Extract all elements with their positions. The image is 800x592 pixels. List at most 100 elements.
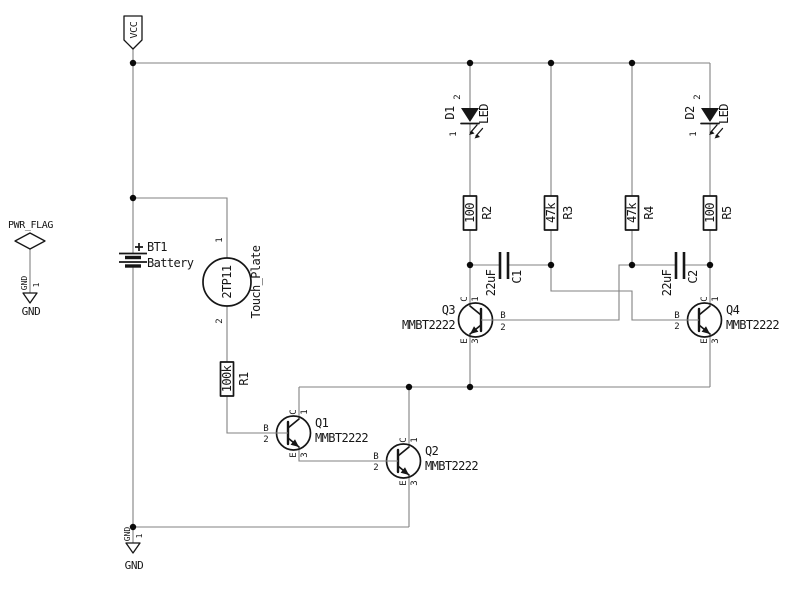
resistor-value: 100 — [703, 203, 717, 223]
capacitor-value: 22uF — [484, 269, 498, 296]
resistor-value: 47k — [544, 202, 558, 223]
pin-name-c: C — [460, 296, 470, 301]
transistor-q2: C 1 B 2 E 3 Q2 MMBT2222 — [373, 437, 479, 485]
capacitor-value: 22uF — [660, 269, 674, 296]
transistor-collector-line — [698, 305, 711, 316]
gnd-pin-name: GND — [20, 276, 29, 291]
pin-name-b: B — [373, 452, 378, 462]
touch-plate-value: 2TP11 — [220, 265, 234, 298]
resistor-value: 100k — [220, 364, 234, 392]
led-pin2: 2 — [693, 94, 703, 99]
wire-touch-branch — [133, 197, 228, 258]
power-symbol-vcc: VCC — [123, 15, 143, 50]
led-d1: 2 1 D1 LED — [443, 94, 491, 139]
power-symbol-pwr-flag: PWR_FLAG GND 1 GND — [8, 220, 54, 318]
resistor-body — [702, 195, 718, 231]
vcc-flag-shape — [123, 15, 143, 50]
pin-num-2: 2 — [373, 463, 378, 473]
junction-dots — [129, 59, 714, 531]
junction-dot — [129, 59, 137, 67]
pin-name-b: B — [263, 424, 268, 434]
wire-group — [29, 49, 711, 543]
resistor-ref: R5 — [720, 206, 734, 220]
led-value: LED — [477, 104, 491, 124]
battery-bt1: BT1 Battery — [119, 240, 194, 270]
transistor-emitter-arrow — [701, 326, 710, 334]
resistor-r1: 100k R1 — [219, 361, 251, 397]
pin-name-e: E — [460, 338, 470, 343]
resistor-r5: 100 R5 — [702, 195, 734, 231]
wire-r1-to-q1-base — [226, 396, 271, 434]
capacitor-c2: 22uF C2 — [660, 252, 700, 296]
pin-name-b: B — [674, 311, 679, 321]
junction-dot — [129, 523, 137, 531]
pin-name-b: B — [500, 311, 505, 321]
gnd-label: GND — [125, 559, 144, 572]
resistor-body — [543, 195, 559, 231]
pin-num-3: 3 — [410, 480, 420, 485]
gnd-pin-name: GND — [123, 527, 132, 542]
junction-dot — [466, 59, 474, 67]
pin-name-e: E — [399, 480, 409, 485]
transistor-q3: C 1 B 2 E 3 Q3 MMBT2222 — [402, 296, 506, 343]
touch-plate-label: Touch_Plate — [249, 245, 263, 318]
resistor-ref: R2 — [480, 206, 494, 220]
junction-dot — [466, 383, 474, 391]
resistor-body — [219, 361, 235, 397]
transistor-emitter-arrow — [400, 467, 409, 475]
touch-plate-tp1: 2TP11 Touch_Plate 1 2 — [202, 237, 263, 324]
transistor-value: MMBT2222 — [402, 318, 455, 332]
pin-num-1: 1 — [300, 409, 310, 414]
junction-dot — [547, 261, 555, 269]
gnd-pin-number: 1 — [32, 282, 41, 287]
resistor-r2: 100 R2 — [462, 195, 494, 231]
transistor-collector-line — [287, 418, 300, 429]
transistor-value: MMBT2222 — [425, 459, 478, 473]
pin-num-3: 3 — [711, 338, 721, 343]
transistor-collector-line — [469, 305, 482, 316]
pin-num-1: 1 — [711, 296, 721, 301]
touch-plate-pin2: 2 — [215, 318, 225, 323]
resistor-r4: 47k R4 — [624, 195, 656, 231]
resistor-ref: R4 — [642, 206, 656, 220]
pin-num-1: 1 — [471, 296, 481, 301]
transistor-ref: Q2 — [425, 444, 439, 458]
junction-dot — [628, 59, 636, 67]
junction-dot — [628, 261, 636, 269]
capacitor-c1: 22uF C1 — [484, 252, 524, 296]
wire-cross-to-q3-base — [498, 264, 632, 321]
power-symbol-gnd-main: GND 1 GND — [123, 527, 144, 572]
resistor-r3: 47k R3 — [543, 195, 575, 231]
led-d2: 2 1 D2 LED — [683, 94, 731, 139]
battery-plus-icon — [135, 243, 143, 251]
capacitor-ref: C1 — [510, 270, 524, 284]
led-ref: D1 — [443, 106, 457, 120]
wire-q1e-to-q2b — [298, 447, 381, 462]
pwr-flag-label: PWR_FLAG — [8, 220, 53, 231]
transistor-q1: C 1 B 2 E 3 Q1 MMBT2222 — [263, 409, 369, 457]
led-ref: D2 — [683, 106, 697, 120]
led-emission-arrowhead — [709, 130, 715, 135]
pin-num-3: 3 — [471, 338, 481, 343]
led-pin1: 1 — [449, 131, 459, 136]
pin-num-2: 2 — [674, 322, 679, 332]
pin-num-2: 2 — [263, 435, 268, 445]
led-triangle — [461, 108, 479, 122]
pin-name-c: C — [399, 437, 409, 442]
touch-plate-circle — [202, 257, 252, 307]
transistor-ref: Q1 — [315, 416, 329, 430]
junction-dot — [466, 261, 474, 269]
junction-dot — [706, 261, 714, 269]
resistor-ref: R1 — [237, 372, 251, 386]
pin-name-e: E — [289, 452, 299, 457]
resistor-ref: R3 — [561, 206, 575, 220]
gnd-arrow-shape — [22, 292, 38, 304]
wire-cross-to-q4-base — [550, 265, 682, 321]
led-pin2: 2 — [453, 94, 463, 99]
touch-plate-pin1: 1 — [215, 237, 225, 242]
capacitor-ref: C2 — [686, 270, 700, 284]
battery-value: Battery — [147, 256, 194, 270]
transistor-ref: Q3 — [442, 303, 456, 317]
led-emission-arrowhead — [474, 134, 480, 139]
